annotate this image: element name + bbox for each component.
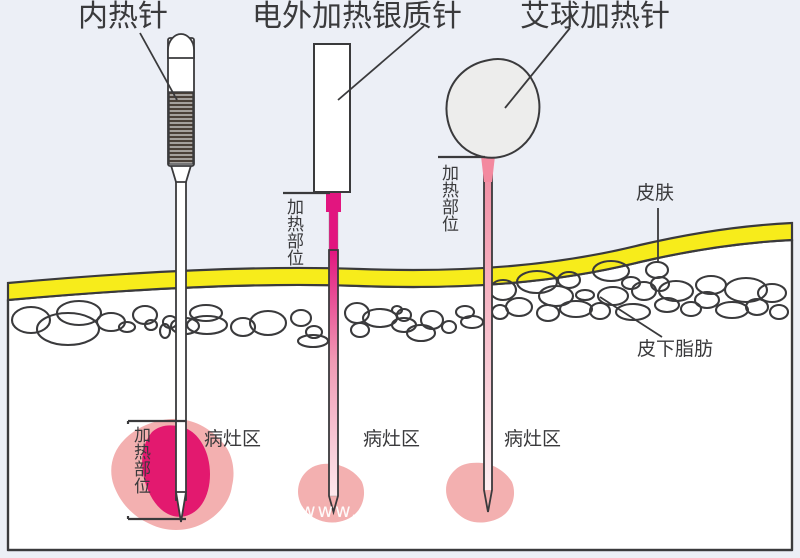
needle-2-leader-line <box>337 25 425 101</box>
needle-1-tip <box>174 491 188 523</box>
watermark-text: www.c m <box>300 500 400 522</box>
label-lesion-zone-1: 病灶区 <box>204 428 262 450</box>
needle-3-collar <box>481 156 495 182</box>
device-needle-2-group <box>283 25 425 516</box>
label-lesion-zone-3: 病灶区 <box>504 428 562 450</box>
lesion-area-3 <box>446 462 515 523</box>
label-lesion-zone-2: 病灶区 <box>363 428 421 450</box>
needle-2-handle <box>313 43 351 193</box>
needle-2-collar <box>326 190 341 212</box>
label-heating-zone-2: 加热部位 <box>283 198 303 266</box>
needle-1-leader-line <box>139 32 178 101</box>
label-heating-zone-1: 加热部位 <box>130 426 150 494</box>
needle-3-heated-shaft <box>484 160 492 490</box>
needle-1-cap <box>167 33 195 59</box>
fat-cells-group <box>10 259 790 349</box>
needle-1-grip-ribs <box>168 91 194 165</box>
needle-3-leader-line <box>504 27 571 109</box>
title-device-3: 艾球加热针 <box>520 0 670 34</box>
label-heating-zone-3: 加热部位 <box>438 164 458 232</box>
lesion-blobs-group <box>111 418 515 530</box>
fat-leader-line <box>599 296 663 338</box>
device-needle-1-group <box>126 32 195 523</box>
needle-2-shaft-outline <box>328 249 339 516</box>
title-device-2: 电外加热银质针 <box>252 0 462 34</box>
label-skin: 皮肤 <box>636 182 675 204</box>
needle-2-heated-shaft <box>329 196 338 496</box>
title-device-1: 内热针 <box>78 0 168 34</box>
needle-1-heat-bracket <box>126 419 186 521</box>
needle-1-shaft <box>175 169 187 501</box>
label-subcutaneous-fat: 皮下脂肪 <box>637 338 714 360</box>
device-needle-3-group <box>438 27 571 513</box>
moxa-ball <box>445 58 541 159</box>
